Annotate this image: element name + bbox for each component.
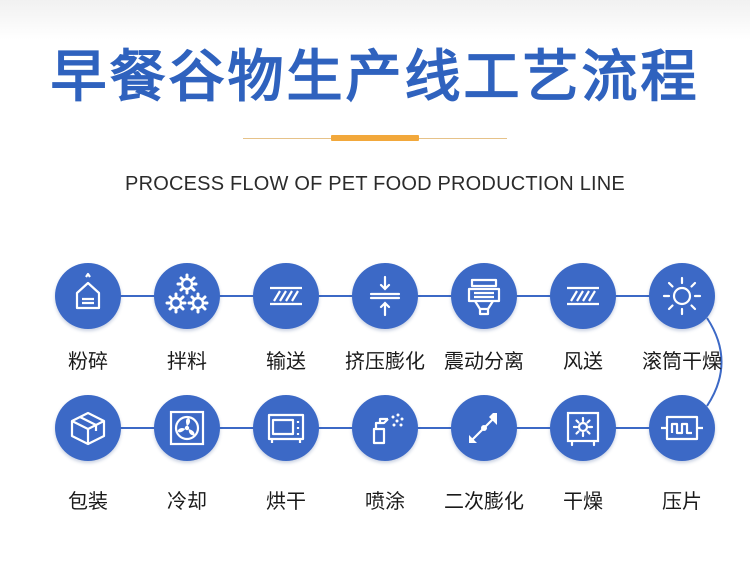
step-node-crusher xyxy=(55,263,121,329)
oven-icon xyxy=(267,413,305,443)
gears-icon xyxy=(165,273,209,314)
step-label: 输送 xyxy=(266,349,306,373)
flaking-press-icon xyxy=(661,415,703,441)
step-node-drum-drying xyxy=(649,263,715,329)
step-node-packaging xyxy=(55,395,121,461)
step-node-flaking xyxy=(649,395,715,461)
step-label: 二次膨化 xyxy=(444,489,524,513)
step-node-mixing xyxy=(154,263,220,329)
step-label: 风送 xyxy=(563,349,603,373)
step-node-cooling xyxy=(154,395,220,461)
step-node-extrusion xyxy=(352,263,418,329)
title-divider-accent xyxy=(331,135,419,141)
package-box-icon xyxy=(70,411,106,446)
step-node-drying xyxy=(550,395,616,461)
dryer-icon xyxy=(566,411,600,447)
crusher-icon xyxy=(75,272,101,310)
step-label: 干燥 xyxy=(563,489,603,513)
page-subtitle: PROCESS FLOW OF PET FOOD PRODUCTION LINE xyxy=(125,173,625,195)
step-label: 挤压膨化 xyxy=(345,349,425,373)
step-node-secondary-expansion xyxy=(451,395,517,461)
step-node-vibration-separation xyxy=(451,263,517,329)
step-node-air-conveying xyxy=(550,263,616,329)
step-label: 冷却 xyxy=(167,489,207,513)
expand-arrows-icon xyxy=(469,413,497,443)
step-label: 滚筒干燥 xyxy=(642,349,722,373)
step-label: 烘干 xyxy=(266,489,306,513)
sun-icon xyxy=(662,276,702,316)
step-label: 粉碎 xyxy=(68,349,108,373)
extrusion-press-icon xyxy=(369,275,401,317)
step-label: 压片 xyxy=(662,489,702,513)
step-label: 震动分离 xyxy=(444,349,524,373)
page-title: 早餐谷物生产线工艺流程 xyxy=(50,45,700,110)
spray-icon xyxy=(372,413,404,445)
cooling-fan-icon xyxy=(169,410,205,446)
step-node-spraying xyxy=(352,395,418,461)
step-label: 喷涂 xyxy=(365,489,405,513)
step-label: 拌料 xyxy=(167,349,207,373)
vibrating-separator-icon xyxy=(467,278,501,316)
step-label: 包装 xyxy=(68,489,108,513)
step-node-baking xyxy=(253,395,319,461)
conveyor-icon xyxy=(270,286,302,306)
step-node-conveying xyxy=(253,263,319,329)
air-conveyor-icon xyxy=(567,286,599,306)
